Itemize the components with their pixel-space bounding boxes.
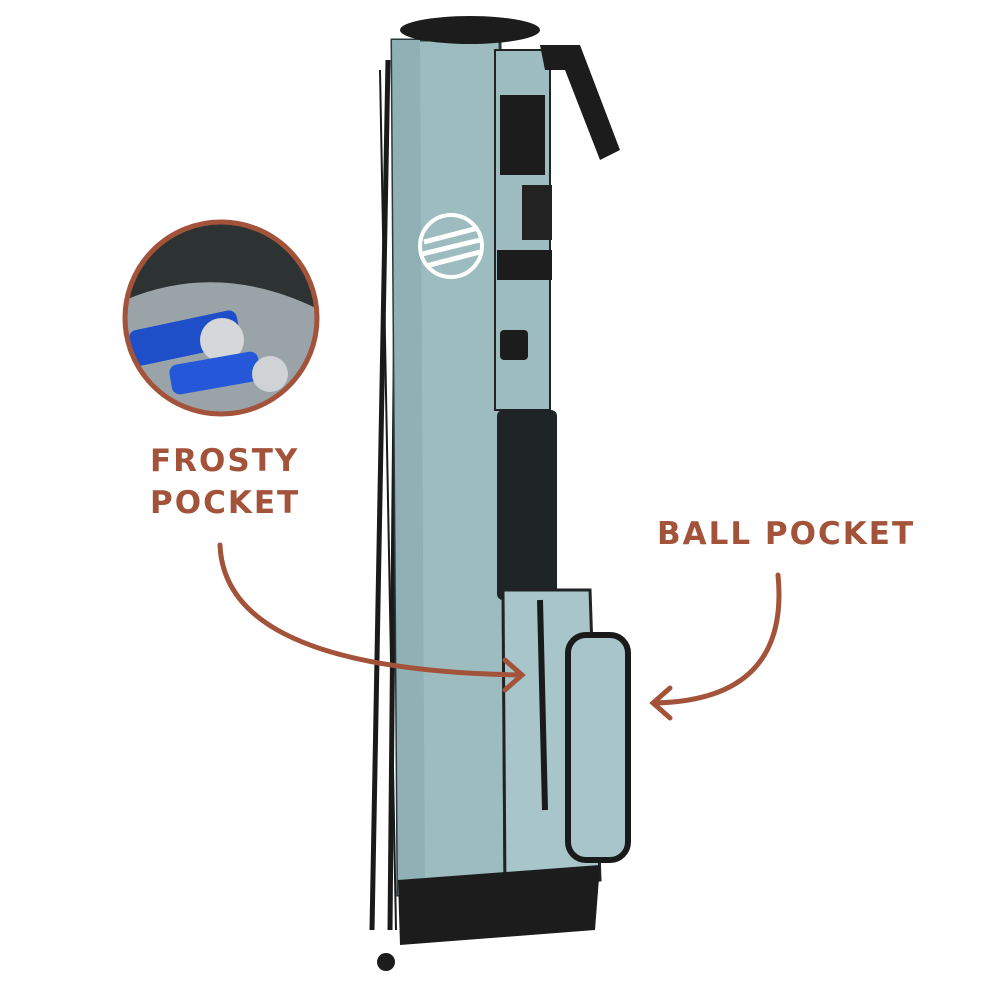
frosty-label-line1: FROSTY <box>150 443 300 479</box>
frosty-pocket-label: FROSTY POCKET <box>150 440 301 524</box>
frosty-label-line2: POCKET <box>150 485 301 521</box>
mesh-pocket <box>497 410 557 600</box>
brand-tag <box>522 185 552 240</box>
bag-top-rim <box>400 16 540 44</box>
brand-logo <box>418 213 484 279</box>
arrow-ball <box>649 572 782 721</box>
carry-handle <box>540 45 620 160</box>
bag-base <box>398 865 600 945</box>
ball-pocket <box>565 632 631 863</box>
ball-pocket-label: BALL POCKET <box>657 516 916 552</box>
arrow-frosty <box>217 542 526 693</box>
frosty-pocket-detail-photo <box>122 219 320 417</box>
